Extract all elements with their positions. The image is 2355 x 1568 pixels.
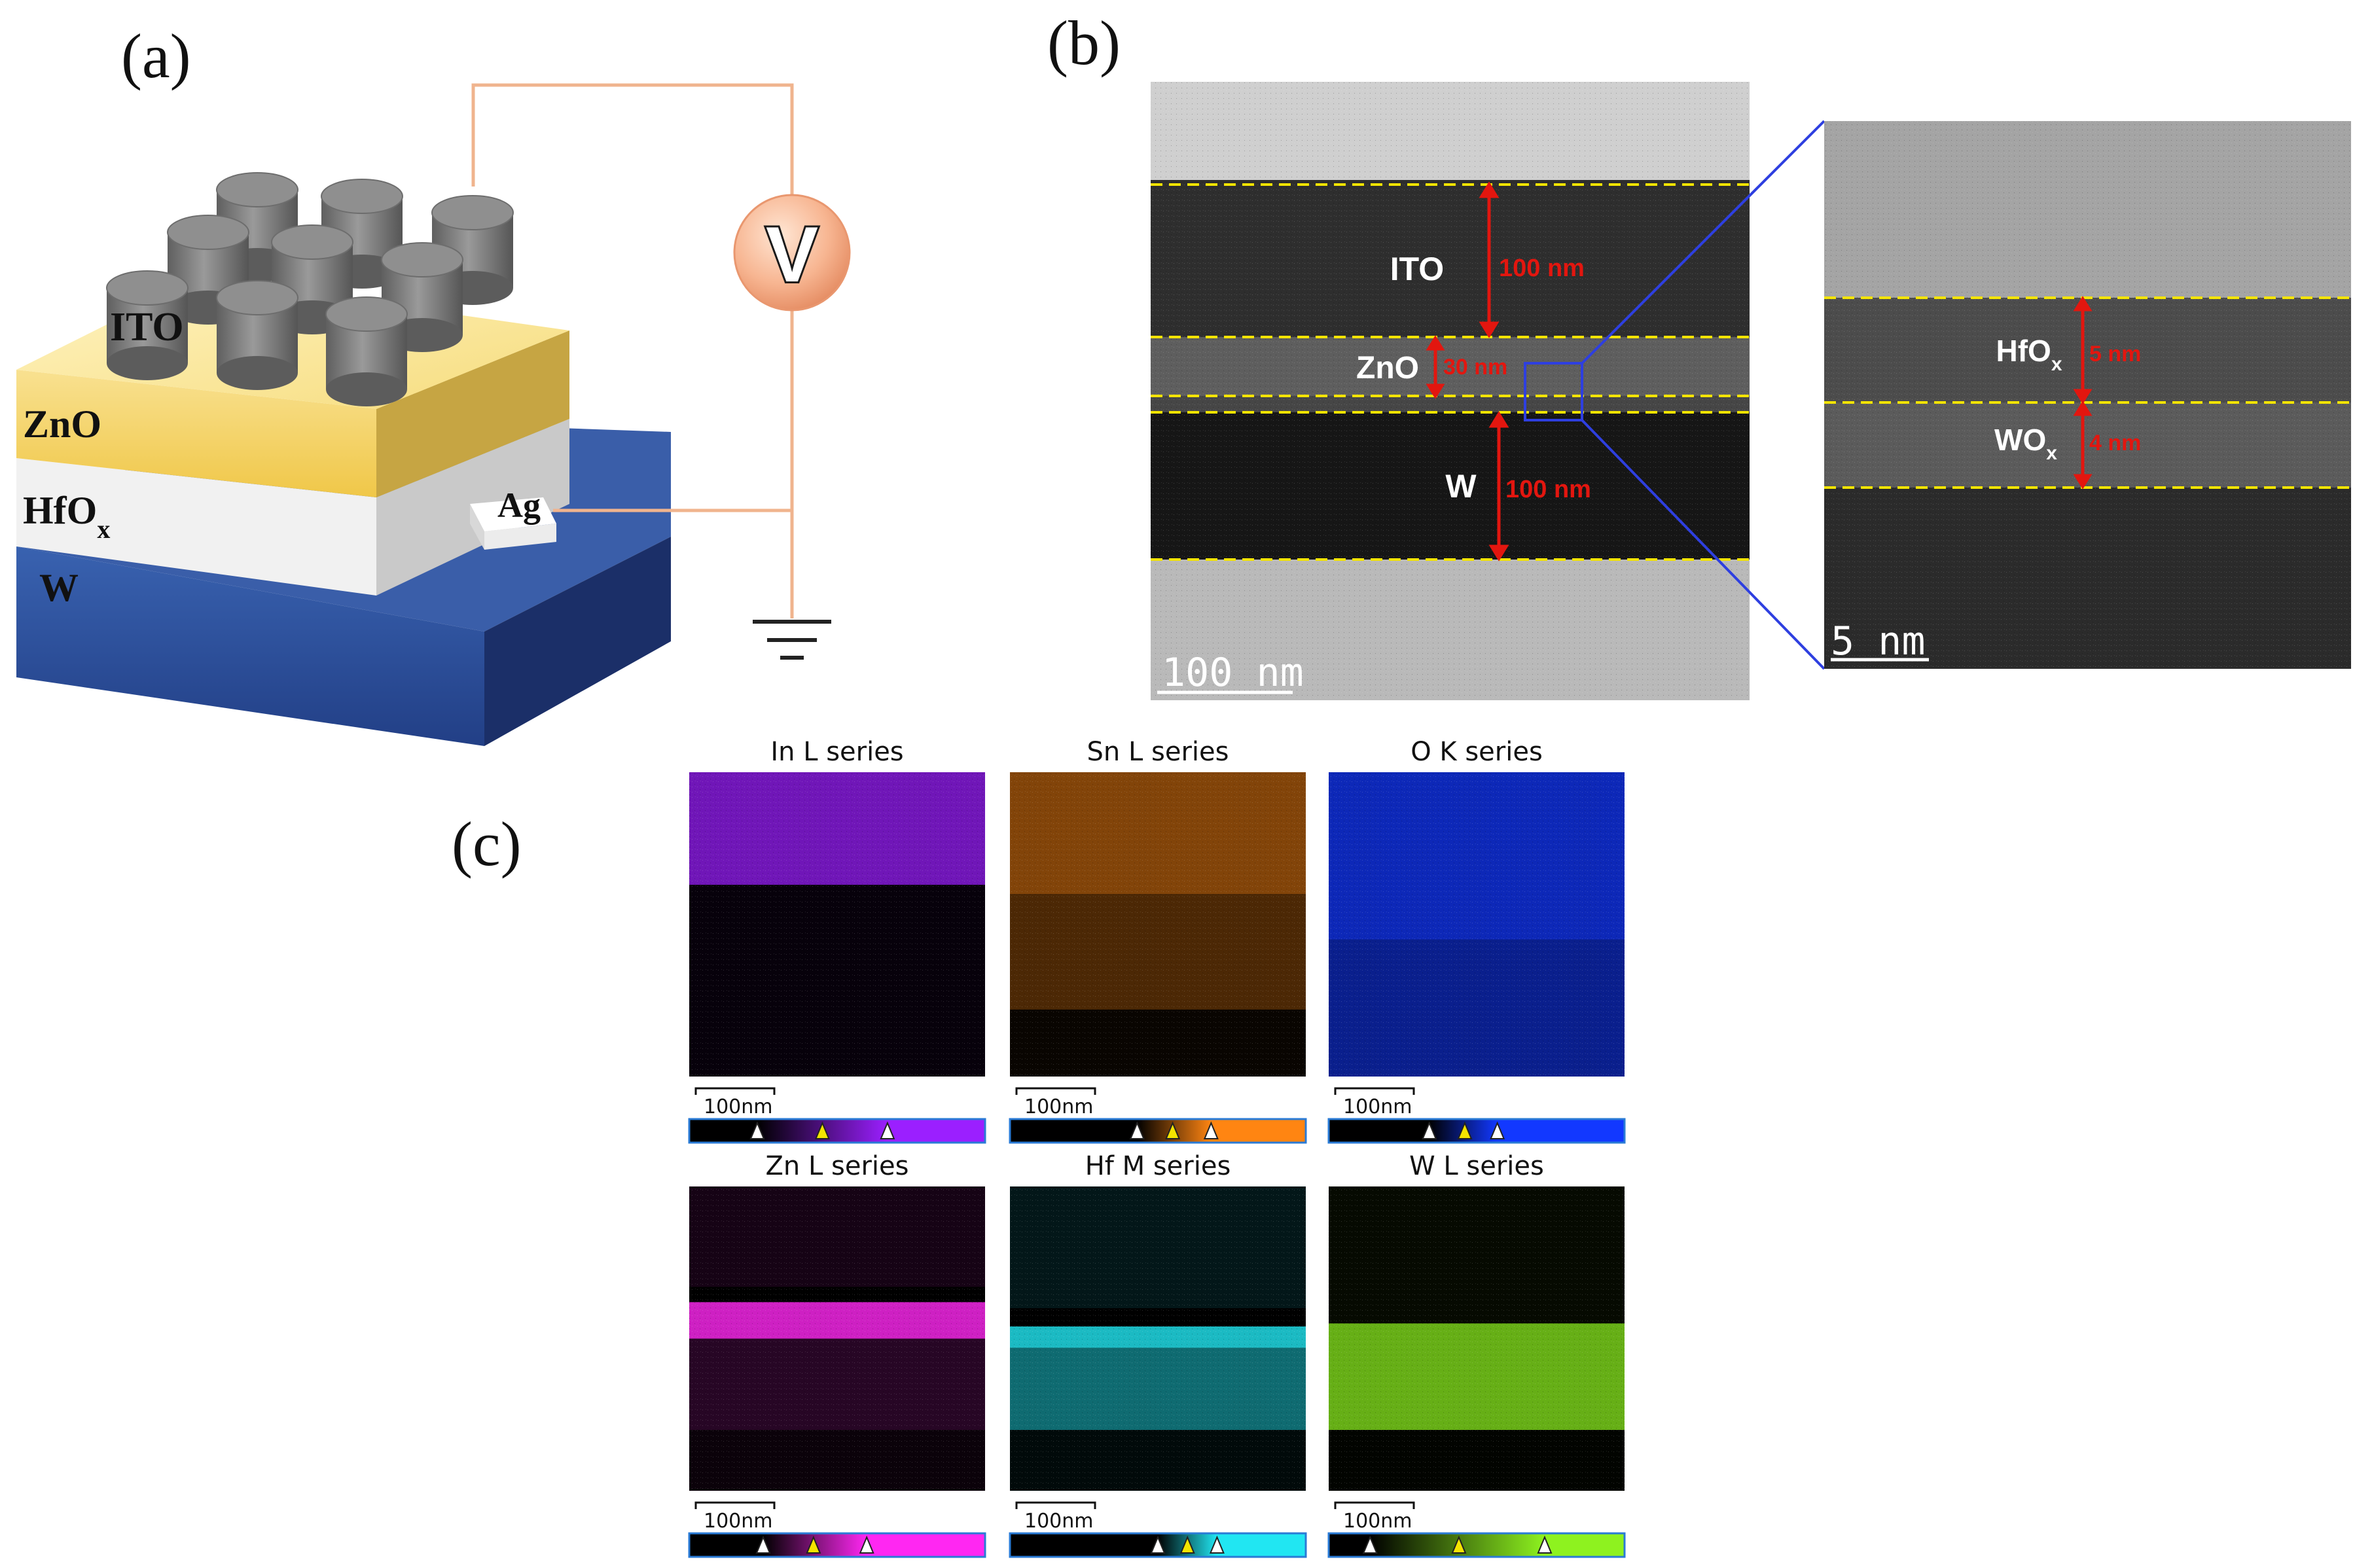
pillar-electrode: [216, 280, 298, 390]
eds-map-title: O K series: [1411, 737, 1543, 767]
eds-threshold-marker[interactable]: [1362, 1535, 1378, 1554]
hrtem-zoom: HfOx 5 nm WOx 4 nm 5 nm: [1824, 121, 2351, 669]
tem-thickness-zno: 30 nm: [1443, 355, 1507, 380]
eds-scale-label: 100nm: [1343, 1096, 1412, 1118]
pillar-electrode: [381, 242, 463, 352]
tem-thickness-arrows: [1426, 181, 1509, 561]
eds-scale-label: 100nm: [1024, 1510, 1094, 1533]
eds-threshold-marker[interactable]: [749, 1121, 765, 1139]
eds-scale-label: 100nm: [704, 1096, 773, 1118]
eds-threshold-marker[interactable]: [755, 1535, 771, 1554]
eds-scale-bar: [694, 1087, 776, 1095]
zno-side-face: [376, 330, 569, 497]
eds-threshold-marker[interactable]: [814, 1121, 830, 1139]
voltmeter-symbol: V: [766, 211, 818, 298]
zoom-region-box: [1524, 362, 1583, 421]
eds-map-title: W L series: [1409, 1151, 1544, 1181]
tem-label-ito: ITO: [1390, 251, 1444, 287]
eds-map-2: Sn L series 100nm: [1009, 737, 1307, 1144]
eds-scale-bar: [1015, 1501, 1096, 1509]
eds-threshold-marker[interactable]: [880, 1121, 895, 1139]
eds-threshold-marker[interactable]: [1490, 1121, 1505, 1139]
eds-color-bar: [688, 1532, 986, 1558]
eds-threshold-marker[interactable]: [1457, 1121, 1473, 1139]
hrtem-thickness-arrows: [2073, 296, 2093, 490]
tem-thickness-ito: 100 nm: [1499, 255, 1585, 282]
eds-color-bar: [1009, 1118, 1307, 1144]
eds-scale-bar: [1334, 1501, 1415, 1509]
hrtem-guide-lines: [1824, 296, 2351, 489]
eds-map-title: Zn L series: [766, 1151, 909, 1181]
device-schematic: V ITO ZnO HfOx W Ag: [16, 83, 851, 746]
eds-map-3: O K series 100nm: [1327, 737, 1626, 1144]
eds-threshold-marker[interactable]: [806, 1535, 821, 1554]
eds-threshold-marker[interactable]: [1537, 1535, 1553, 1554]
eds-threshold-marker[interactable]: [1165, 1121, 1181, 1139]
panel-label-b: (b): [1047, 8, 1121, 78]
eds-map-1: In L series 100nm: [688, 737, 986, 1144]
tem-label-zno: ZnO: [1356, 351, 1419, 385]
label-hfox: HfOx: [23, 489, 110, 544]
ag-pad-top: [470, 497, 556, 531]
w-front-face: [16, 546, 484, 746]
top-wire: [471, 83, 794, 213]
voltmeter-icon: [733, 194, 851, 312]
tem-guide-lines: [1151, 183, 1750, 561]
eds-threshold-marker[interactable]: [1209, 1535, 1225, 1554]
eds-color-bar: [1327, 1118, 1626, 1144]
tem-thickness-w: 100 nm: [1505, 476, 1591, 503]
eds-threshold-marker[interactable]: [1129, 1121, 1145, 1139]
eds-map-5: Hf M series 100nm: [1009, 1151, 1307, 1558]
eds-threshold-marker[interactable]: [1203, 1121, 1219, 1139]
hrtem-thickness-hfox: 5 nm: [2089, 342, 2141, 366]
hrtem-scale-label: 5 nm: [1831, 618, 1926, 664]
ag-pad-side: [470, 504, 484, 550]
eds-scale-bar: [1334, 1087, 1415, 1095]
panel-label-a: (a): [121, 21, 191, 91]
eds-scale-bar: [694, 1501, 776, 1509]
eds-threshold-marker[interactable]: [1179, 1535, 1195, 1554]
eds-scale-label: 100nm: [704, 1510, 773, 1533]
eds-map-title: Sn L series: [1087, 737, 1229, 767]
label-w: W: [39, 566, 79, 609]
eds-map-4: Zn L series 100nm: [688, 1151, 986, 1558]
eds-threshold-marker[interactable]: [1422, 1121, 1437, 1139]
eds-scale-bar: [1015, 1087, 1096, 1095]
tem-scale-label: 100 nm: [1162, 650, 1304, 696]
eds-map-title: In L series: [770, 737, 903, 767]
w-side-face: [484, 537, 671, 746]
eds-scale-label: 100nm: [1343, 1510, 1412, 1533]
eds-scale-label: 100nm: [1024, 1096, 1094, 1118]
eds-map-title: Hf M series: [1085, 1151, 1231, 1181]
hrtem-label-hfox: HfOx: [1996, 334, 2062, 375]
tem-cross-section: ITO 100 nm ZnO 30 nm W 100 nm 100 nm: [1151, 82, 1825, 700]
tem-label-w: W: [1445, 468, 1477, 505]
hrtem-label-wox: WOx: [1994, 423, 2057, 464]
panel-label-c: (c): [452, 809, 522, 879]
label-ito: ITO: [110, 305, 184, 349]
eds-map-6: W L series 100nm: [1327, 1151, 1626, 1558]
label-ag: Ag: [497, 486, 541, 525]
pillar-electrode: [106, 270, 189, 380]
eds-threshold-marker[interactable]: [1451, 1535, 1467, 1554]
label-zno: ZnO: [23, 402, 101, 446]
pillar-electrode: [325, 296, 408, 406]
eds-color-bar: [1327, 1532, 1626, 1558]
eds-color-bar: [688, 1118, 986, 1144]
ag-pad-front: [484, 524, 556, 550]
hfo-front-face: [16, 458, 376, 596]
eds-threshold-marker[interactable]: [1150, 1535, 1166, 1554]
ito-pillars: [106, 172, 514, 406]
hrtem-thickness-wox: 4 nm: [2089, 431, 2141, 455]
eds-threshold-marker[interactable]: [859, 1535, 874, 1554]
